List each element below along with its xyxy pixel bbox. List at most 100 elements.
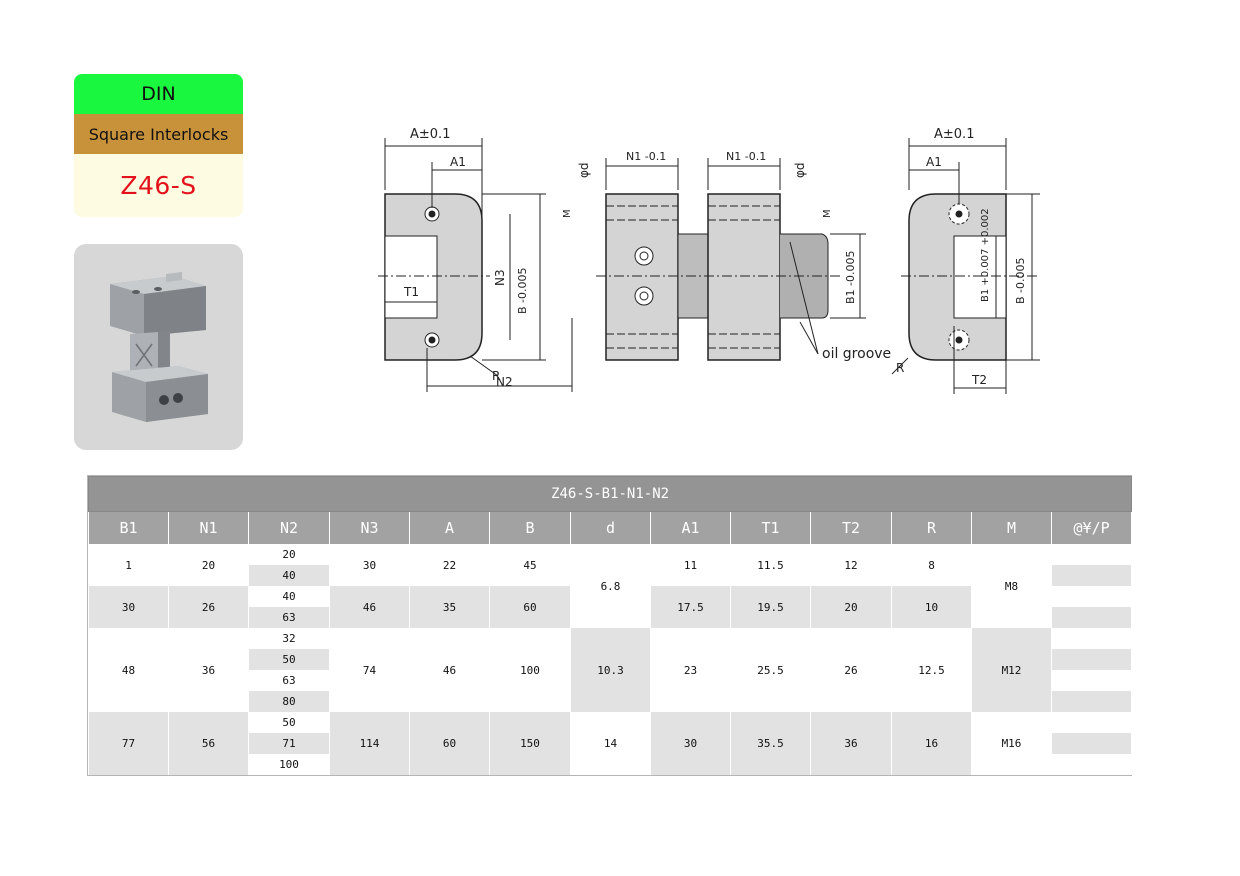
cell-price (1050, 649, 1133, 670)
cell-n2: 50 (248, 649, 330, 670)
table-row: 100 (89, 754, 1133, 775)
dim-r-right: R (896, 361, 904, 375)
cell-d: 10.3 (570, 628, 651, 712)
dim-t2: T2 (971, 373, 987, 387)
dim-a-tol-right: A±0.1 (934, 127, 974, 142)
cell-r: 8 (891, 544, 972, 586)
col-header-n2: N2 (248, 511, 330, 544)
cell-n2: 80 (248, 691, 330, 712)
table-row: 50 (89, 649, 1133, 670)
dim-b-tol: B -0.005 (516, 267, 529, 314)
cell-price (1050, 628, 1133, 649)
table-row: 71 (89, 733, 1133, 754)
cell-b: 60 (489, 586, 571, 628)
dim-n1-left: N1 -0.1 (626, 150, 666, 163)
col-header-r: R (891, 511, 972, 544)
cell-d: 14 (570, 712, 651, 775)
product-code: Z46-S (120, 171, 197, 200)
col-header-b1: B1 (88, 511, 169, 544)
product-badge: DIN Square Interlocks Z46-S (74, 74, 243, 217)
dim-n2: N2 (496, 375, 513, 389)
product-photo (74, 244, 243, 450)
col-header-d: d (570, 511, 651, 544)
spec-table: Z46-S-B1-N1-N2 B1 N1 N2 N3 A B d A1 T1 T… (87, 475, 1133, 776)
cell-r: 10 (891, 586, 972, 628)
col-header-t1: T1 (730, 511, 811, 544)
col-header-t2: T2 (810, 511, 892, 544)
cell-b1: 30 (88, 586, 169, 628)
cell-t1: 35.5 (730, 712, 811, 775)
cell-b: 100 (489, 628, 571, 712)
cell-t1: 25.5 (730, 628, 811, 712)
standard-label: DIN (74, 74, 243, 114)
cell-a: 60 (409, 712, 490, 775)
cell-price (1050, 544, 1133, 565)
dim-a1-right: A1 (926, 155, 942, 169)
table-title: Z46-S-B1-N1-N2 (87, 476, 1133, 512)
technical-drawing: A±0.1 A1 T1 N3 B -0.005 R N2 (360, 118, 1060, 412)
col-header-m: M (971, 511, 1052, 544)
cell-price (1050, 565, 1133, 586)
dim-a-tol: A±0.1 (410, 127, 450, 142)
cell-a1: 23 (650, 628, 731, 712)
oil-groove-label: oil groove (822, 346, 891, 362)
cell-n3: 74 (329, 628, 410, 712)
type-label: Square Interlocks (74, 114, 243, 154)
dim-n3: N3 (493, 269, 507, 286)
cell-b: 45 (489, 544, 571, 586)
cell-n3: 46 (329, 586, 410, 628)
cell-a: 46 (409, 628, 490, 712)
cell-n3: 114 (329, 712, 410, 775)
dim-b-tol-right: B -0.005 (1014, 257, 1027, 304)
cell-a1: 17.5 (650, 586, 731, 628)
cell-b1: 1 (88, 544, 169, 586)
dim-m-right: M (822, 209, 833, 218)
cell-t2: 36 (810, 712, 892, 775)
cell-m: M16 (971, 712, 1052, 775)
cell-price (1050, 691, 1133, 712)
rear-view (891, 138, 1040, 394)
front-view (378, 138, 573, 392)
cell-n1: 20 (168, 544, 249, 586)
col-header-a1: A1 (650, 511, 731, 544)
cell-n2: 32 (248, 628, 330, 649)
cell-price (1050, 733, 1133, 754)
table-row: 30 26 40 46 35 60 17.5 19.5 20 10 (88, 586, 1133, 628)
dim-a1: A1 (450, 155, 466, 169)
side-view (571, 158, 866, 392)
cell-b1: 48 (88, 628, 169, 712)
cell-a1: 11 (650, 544, 731, 586)
cell-b1: 77 (88, 712, 169, 775)
cell-m: M8 (971, 544, 1052, 628)
cell-n2: 63 (248, 607, 330, 628)
cell-price (1050, 607, 1133, 628)
cell-t2: 26 (810, 628, 892, 712)
cell-n3: 30 (329, 544, 410, 586)
cell-t1: 19.5 (730, 586, 811, 628)
col-header-n1: N1 (168, 511, 249, 544)
table-row: 80 (89, 691, 1133, 712)
col-header-a: A (409, 511, 490, 544)
interlock-photo-icon (110, 272, 208, 422)
dim-r-n2: R (492, 369, 500, 383)
cell-n2: 20 (248, 544, 330, 565)
cell-n1: 56 (168, 712, 249, 775)
table-row: 40 (89, 565, 1133, 586)
cell-price (1050, 712, 1133, 733)
table-row: 1 20 20 30 22 45 6.8 11 11.5 12 8 M8 (88, 544, 1133, 628)
cell-t1: 11.5 (730, 544, 811, 586)
cell-n1: 36 (168, 628, 249, 712)
cell-n2: 40 (248, 586, 330, 607)
table-row: 63 (89, 607, 1133, 628)
table-row: 48 36 32 74 46 100 10.3 23 25.5 26 12.5 … (88, 628, 1133, 712)
dim-n1-right: N1 -0.1 (726, 150, 766, 163)
cell-a1: 30 (650, 712, 731, 775)
cell-m: M12 (971, 628, 1052, 712)
cell-price (1050, 754, 1133, 775)
cell-a: 35 (409, 586, 490, 628)
col-header-b: B (489, 511, 571, 544)
dim-t1: T1 (403, 285, 419, 299)
dim-phi-d-left: φd (577, 162, 591, 178)
cell-n2: 63 (248, 670, 330, 691)
cell-d: 6.8 (570, 544, 651, 628)
